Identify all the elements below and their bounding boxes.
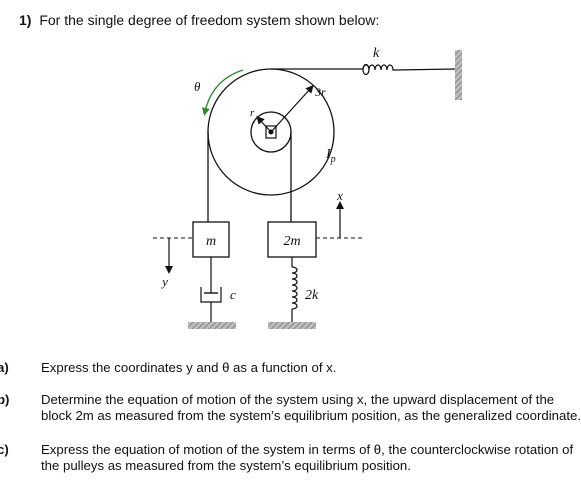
Ip-label: Ip [325,147,336,165]
question-b-number: b) [0,392,10,407]
x-label: x [336,188,343,203]
question-c: c) Express the equation of motion of the … [0,442,581,474]
question-c-number: c) [0,442,9,457]
ground-right [268,322,316,329]
3r-label: 3r [314,85,326,99]
mass-m-label: m [206,234,216,249]
theta-label: θ [194,79,201,94]
question-b-text: Determine the equation of motion of the … [41,392,581,423]
radius-r-line [256,116,272,133]
y-label: y [160,274,168,289]
mass-2m-label: 2m [283,234,300,249]
radius-3r-line [270,85,314,133]
question-a-number: a) [0,360,9,375]
right-wall [455,50,462,100]
spring-2k [291,266,298,310]
r-label: r [250,107,255,119]
question-c-text: Express the equation of motion of the sy… [41,442,574,473]
k-label: k [373,46,380,61]
problem-header: 1) For the single degree of freedom syst… [19,12,379,28]
question-a: a) Express the coordinates y and θ as a f… [0,360,581,376]
spring-k [360,63,456,76]
ground-left [188,322,236,329]
damper-c-label: c [230,287,236,302]
question-b: b) Determine the equation of motion of th… [0,392,581,424]
spring-2k-label: 2k [305,288,319,303]
problem-number: 1) [19,12,32,28]
question-a-text: Express the coordinates y and θ as a fun… [41,360,337,375]
theta-rotation-arrow [201,69,244,116]
problem-statement: For the single degree of freedom system … [39,12,380,28]
